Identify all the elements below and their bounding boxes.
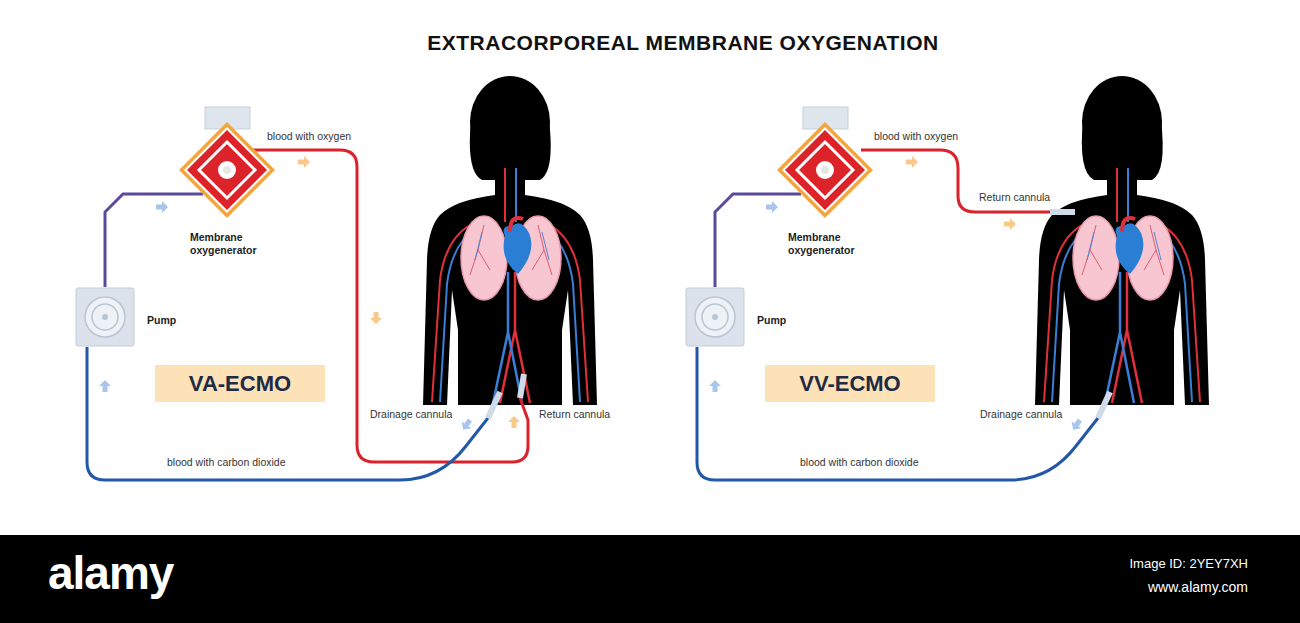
flow-label: Return cannula	[977, 192, 1052, 204]
mode-box: VA-ECMO	[155, 365, 325, 402]
oxygenator-node: Membrane oxygenerator	[770, 105, 880, 265]
drainage-cannula	[488, 392, 500, 418]
component-label: Pump	[147, 314, 176, 326]
oxygenator-diamond	[782, 127, 868, 213]
flow-label: blood with carbon dioxide	[165, 457, 288, 469]
pump-box	[76, 288, 134, 346]
oxygenator-diamond	[777, 122, 873, 218]
oxygenator-diamond	[184, 127, 270, 213]
pump-box	[102, 314, 108, 320]
oxygenator-diamond	[199, 142, 255, 198]
mode-tag: VV-ECMO	[779, 368, 921, 399]
flow-arrows	[1068, 417, 1085, 434]
oxygenator-diamond	[179, 122, 275, 218]
watermark-bar	[0, 535, 1300, 623]
oxygenator-diamond	[218, 161, 236, 179]
pump-box	[712, 314, 718, 320]
flow-arrows	[370, 312, 382, 324]
oxygenated-tube	[861, 150, 1068, 212]
diagram-title: EXTRACORPOREAL MEMBRANE OXYGENATION	[0, 31, 1300, 55]
flow-label: blood with carbon dioxide	[798, 457, 921, 469]
mode-box: VV-ECMO	[765, 365, 935, 402]
flow-arrows	[709, 380, 721, 392]
oxygenated-tube	[251, 150, 528, 462]
venous-tube	[87, 347, 488, 480]
flow-arrows	[1004, 218, 1016, 230]
oxygenator-diamond	[770, 105, 880, 225]
flow-arrows	[906, 156, 918, 168]
oxygenator-diamond	[172, 105, 282, 225]
oxygenator-node: Membrane oxygenerator	[172, 105, 282, 265]
flow-label: blood with oxygen	[265, 131, 353, 143]
component-label: Membrane oxygenerator	[788, 231, 874, 257]
watermark-text: alamy	[46, 548, 175, 599]
drainage-cannula	[1098, 392, 1110, 418]
pump-box	[92, 304, 118, 330]
watermark-text: Image ID: 2YEY7XH	[1128, 557, 1251, 571]
flow-label: blood with oxygen	[872, 131, 960, 143]
mode-tag: VA-ECMO	[169, 368, 311, 399]
pump-box	[685, 287, 745, 347]
flow-arrows	[99, 380, 111, 392]
oxygenator-diamond	[816, 161, 834, 179]
oxygenator-diamond	[223, 166, 231, 174]
flow-label: Return cannula	[537, 409, 612, 421]
flow-arrows	[458, 417, 475, 434]
tube-line	[105, 194, 203, 287]
flow-label: Drainage cannula	[368, 409, 454, 421]
return-cannula	[1050, 209, 1075, 215]
pump-box	[686, 288, 744, 346]
flow-arrows	[508, 416, 520, 428]
return-cannula	[520, 374, 524, 398]
pump-box	[75, 287, 135, 347]
human-silhouette	[423, 76, 597, 405]
oxygenator-diamond	[187, 130, 267, 210]
pump-box	[85, 297, 125, 337]
watermark-text: www.alamy.com	[1146, 580, 1250, 595]
pump-box	[702, 304, 728, 330]
component-label: Membrane oxygenerator	[190, 231, 276, 257]
human-silhouette	[1035, 76, 1209, 405]
component-label: Pump	[757, 314, 786, 326]
flow-arrows	[298, 156, 310, 168]
pump-node: Pump	[75, 287, 190, 347]
oxygenator-diamond	[785, 130, 865, 210]
oxygenator-diamond	[821, 166, 829, 174]
flow-label: Drainage cannula	[978, 409, 1064, 421]
pump-box	[695, 297, 735, 337]
venous-tube	[697, 347, 1098, 480]
flow-arrows	[156, 201, 168, 213]
oxygenator-diamond	[797, 142, 853, 198]
pump-node: Pump	[685, 287, 800, 347]
flow-arrows	[766, 201, 778, 213]
